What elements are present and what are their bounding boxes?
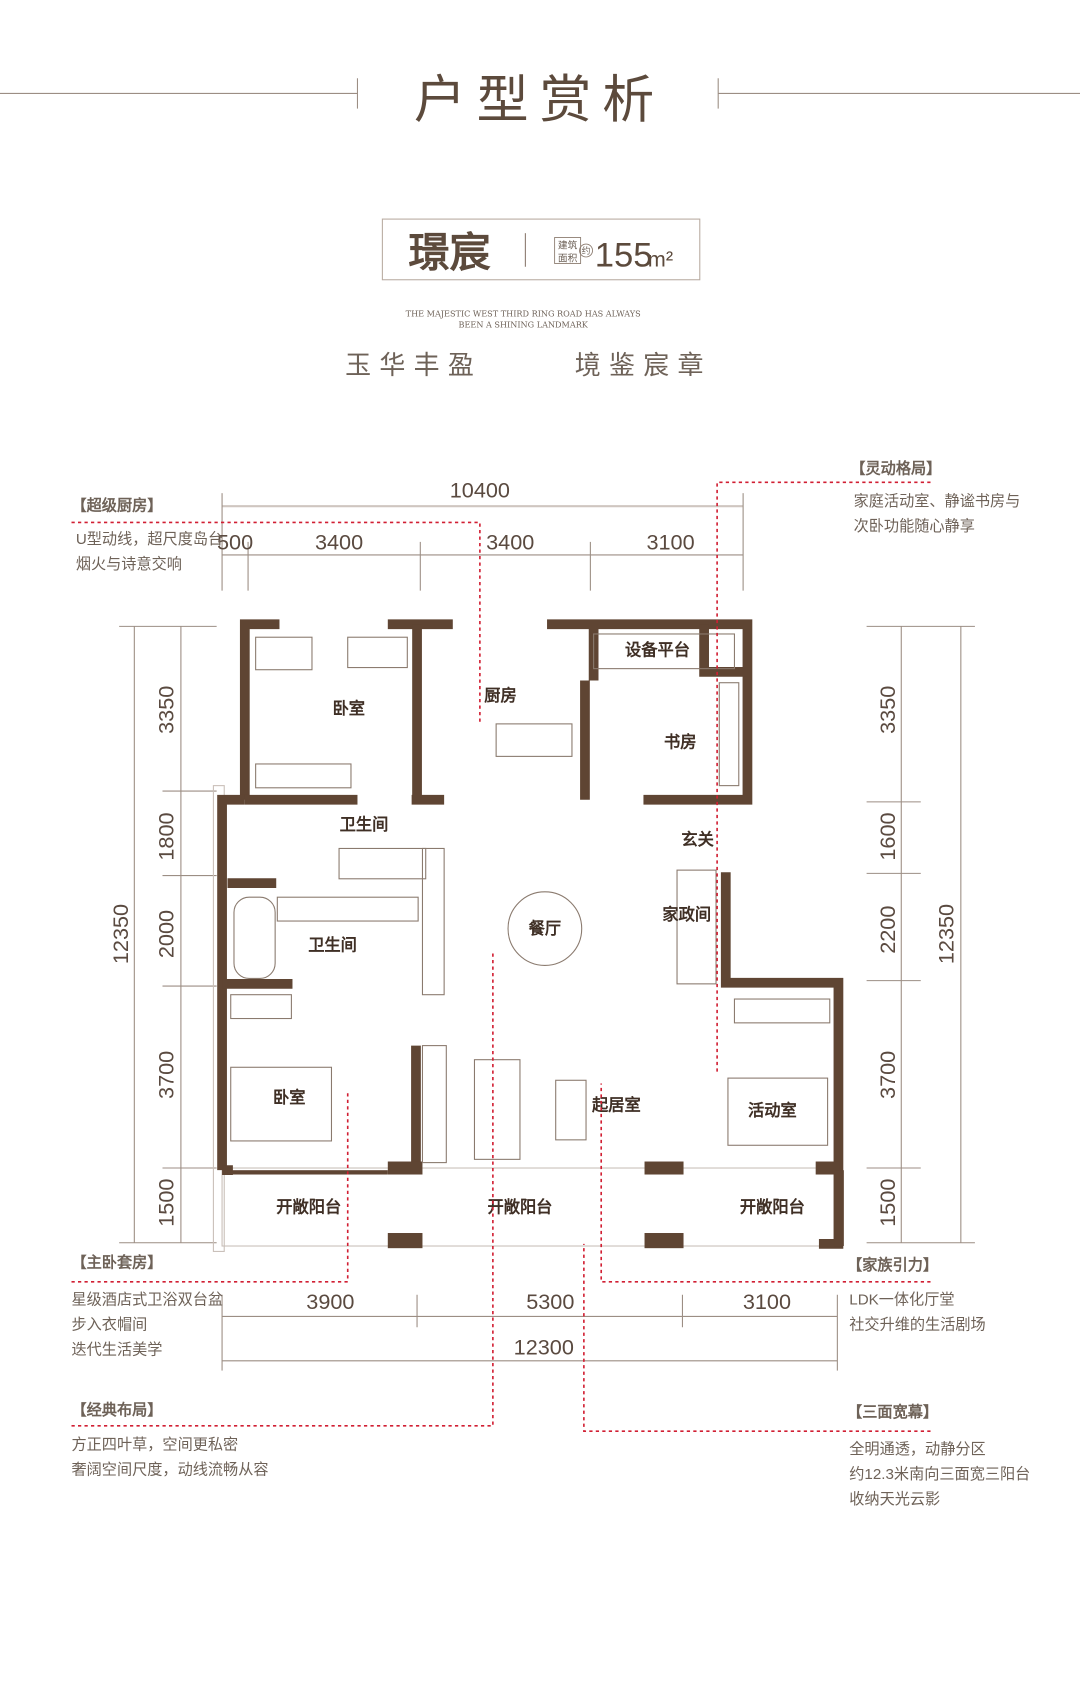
- room-balcony-3: 开敞阳台: [740, 1197, 805, 1216]
- slogan-en-2: BEEN A SHINING LANDMARK: [459, 319, 589, 329]
- area-label-box: [554, 237, 582, 264]
- dim-right-1: 1600: [875, 812, 900, 860]
- area-value: 155: [595, 237, 653, 275]
- dim-top-total: 10400: [450, 477, 510, 502]
- dim-top-1: 3400: [315, 529, 363, 554]
- dim-right-3: 3700: [875, 1051, 900, 1099]
- room-master-bedroom: 卧室: [273, 1088, 305, 1107]
- dim-bottom-2: 3100: [743, 1289, 791, 1314]
- room-bathroom-2: 卫生间: [308, 935, 357, 954]
- dim-bottom-total: 12300: [514, 1334, 574, 1359]
- dim-bottom-1: 5300: [526, 1289, 574, 1314]
- room-bedroom-top: 卧室: [333, 699, 365, 718]
- annotation-master-title: 【主卧套房】: [71, 1254, 162, 1272]
- page-title: 户型赏析: [414, 70, 665, 130]
- dim-right-2: 2200: [875, 906, 900, 954]
- room-bathroom-1: 卫生间: [340, 815, 389, 834]
- annotation-family-line: LDK一体化厅堂: [849, 1292, 954, 1309]
- annotation-classic-title: 【经典布局】: [71, 1401, 162, 1419]
- dim-right-total: 12350: [933, 904, 958, 964]
- annotation-view-line: 约12.3米南向三面宽三阳台: [849, 1466, 1030, 1483]
- room-balcony-1: 开敞阳台: [276, 1197, 341, 1216]
- area-label-2: 面积: [558, 252, 578, 264]
- room-equipment-platform: 设备平台: [625, 641, 690, 660]
- dim-left-1: 1800: [153, 812, 178, 860]
- unit-card: [381, 218, 701, 281]
- room-activity: 活动室: [748, 1101, 797, 1120]
- annotation-kitchen-line: 烟火与诗意交响: [76, 555, 182, 573]
- annotation-master-line: 步入衣帽间: [71, 1316, 147, 1333]
- annotation-family-line: 社交升维的生活剧场: [849, 1315, 985, 1333]
- dim-left-0: 3350: [153, 686, 178, 734]
- annotation-flex-line: 次卧功能随心静享: [854, 518, 975, 535]
- annotation-kitchen-title: 【超级厨房】: [71, 496, 162, 514]
- annotation-classic-line: 奢阔空间尺度，动线流畅从容: [71, 1462, 268, 1479]
- unit-name: 璟宸: [408, 228, 491, 277]
- annotation-flex-line: 家庭活动室、静谧书房与: [854, 493, 1021, 510]
- room-living: 起居室: [591, 1096, 641, 1115]
- annotation-flex-title: 【灵动格局】: [850, 460, 941, 478]
- area-label-1: 建筑: [558, 238, 578, 251]
- annotation-kitchen-line: U型动线，超尺度岛台: [76, 531, 223, 548]
- dim-top-3: 3100: [646, 529, 694, 554]
- callout-leaders: [71, 481, 931, 1433]
- approx-label: 约: [582, 245, 591, 256]
- approx-badge: [579, 243, 593, 258]
- dimension-lines: [119, 493, 975, 1371]
- room-dining: 餐厅: [528, 919, 561, 938]
- dim-left-3: 3700: [153, 1051, 178, 1099]
- room-study: 书房: [664, 733, 696, 752]
- floor-plan: [212, 619, 844, 1252]
- area-unit: m²: [648, 247, 673, 272]
- slogan-cn-left: 玉 华 丰 盈: [345, 351, 474, 381]
- slogan-en-1: THE MAJESTIC WEST THIRD RING ROAD HAS AL…: [406, 309, 641, 319]
- room-entry: 玄关: [681, 830, 714, 849]
- dim-left-total: 12350: [108, 904, 133, 964]
- dim-top-0: 500: [217, 529, 253, 554]
- dim-left-2: 2000: [153, 910, 178, 958]
- slogan-cn-right: 境 鉴 宸 章: [575, 351, 704, 381]
- dim-left-4: 1500: [153, 1179, 178, 1227]
- annotation-family-title: 【家族引力】: [847, 1256, 938, 1274]
- room-balcony-2: 开敞阳台: [487, 1197, 552, 1216]
- room-kitchen: 厨房: [484, 686, 516, 705]
- annotation-classic-line: 方正四叶草，空间更私密: [71, 1437, 238, 1454]
- room-housekeeping: 家政间: [662, 905, 711, 924]
- dim-right-0: 3350: [875, 686, 900, 734]
- dim-bottom-0: 3900: [306, 1289, 354, 1314]
- annotation-view-line: 收纳天光云影: [849, 1491, 940, 1508]
- dim-right-4: 1500: [875, 1179, 900, 1227]
- annotation-master-line: 迭代生活美学: [71, 1341, 162, 1358]
- annotation-view-line: 全明通透，动静分区: [849, 1440, 985, 1458]
- dim-top-2: 3400: [486, 529, 534, 554]
- annotation-master-line: 星级酒店式卫浴双台盆: [71, 1292, 223, 1309]
- annotation-view-title: 【三面宽幕】: [847, 1403, 938, 1421]
